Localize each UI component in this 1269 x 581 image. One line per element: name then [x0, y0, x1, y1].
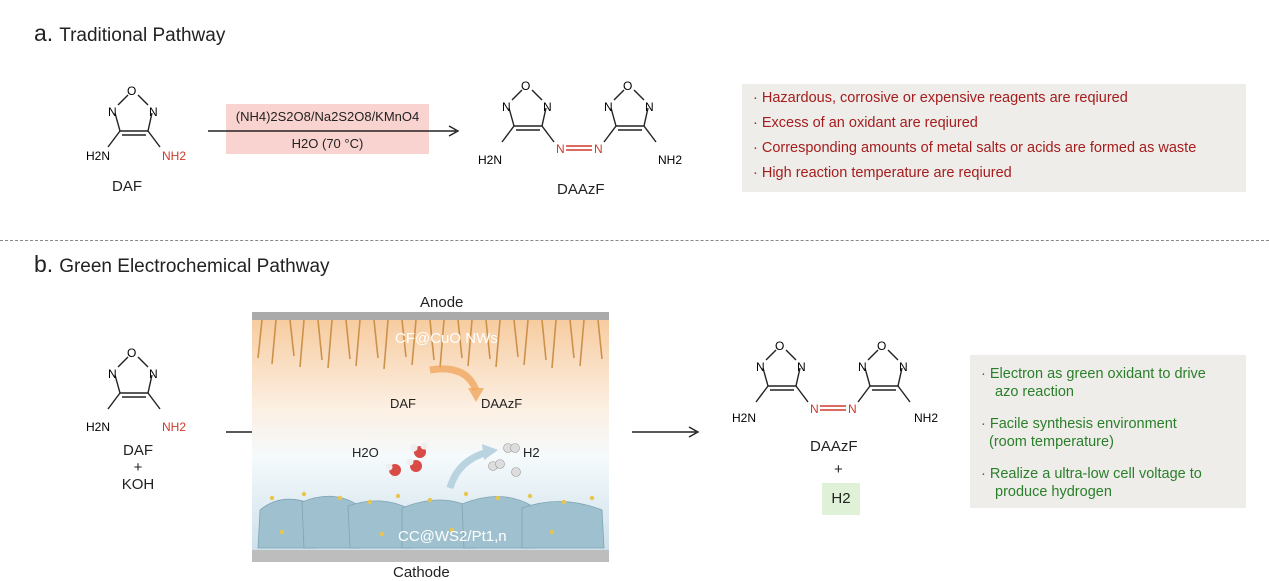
nh2-group: NH2 [914, 411, 938, 425]
conditions-box [226, 104, 429, 154]
drawback-item: · Excess of an oxidant are reqiured [753, 115, 978, 131]
n-atom: N [645, 100, 654, 114]
drawback-item: · Corresponding amounts of metal salts o… [753, 140, 1197, 156]
panel-a-letter: a. [34, 20, 54, 46]
advantage-item: · Realize a ultra-low cell voltage to [981, 466, 1202, 482]
advantages-box [970, 355, 1246, 508]
plus-sign: + [133, 459, 143, 476]
o-atom: O [623, 79, 632, 93]
azo-n-atom: N [556, 142, 565, 156]
n-atom: N [797, 360, 806, 374]
anode-label: Anode [420, 294, 464, 311]
daazf-structure-a: N O N N O N H2N N N NH2 [478, 79, 682, 167]
daazf-structure-b: N O N N O N H2N N N NH2 [732, 339, 938, 425]
cell-daazf-label: DAAzF [481, 396, 523, 411]
n-atom: N [899, 360, 908, 374]
nh2-group: NH2 [162, 420, 186, 434]
o-atom: O [127, 85, 136, 98]
section-divider [0, 240, 1269, 241]
daazf-label-a: DAAzF [557, 181, 605, 198]
reactants-stack-b: DAF + KOH [108, 442, 168, 494]
nh2-group: NH2 [162, 149, 186, 163]
drawbacks-box [742, 84, 1246, 192]
cathode-material-label: CC@WS2/Pt1,n [398, 528, 507, 545]
panel-b-letter: b. [34, 251, 54, 277]
n-atom: N [858, 360, 867, 374]
advantage-item-cont: produce hydrogen [995, 484, 1112, 500]
panel-b-title-text: Green Electrochemical Pathway [59, 256, 330, 277]
o-atom: O [521, 79, 530, 93]
h2n-group: H2N [732, 411, 756, 425]
drawback-item: · High reaction temperature are reqiured [753, 165, 1012, 181]
h2n-group: H2N [86, 149, 110, 163]
koh-label: KOH [121, 476, 155, 493]
panel-a-title: a.Traditional Pathway [34, 20, 225, 47]
n-atom: N [604, 100, 613, 114]
n-atom: N [543, 100, 552, 114]
drawback-item: · Hazardous, corrosive or expensive reag… [753, 90, 1128, 106]
h2n-group: H2N [478, 153, 502, 167]
cell-daf-label: DAF [390, 396, 416, 411]
azo-n-atom: N [848, 402, 857, 416]
advantages-list: · Electron as green oxidant to drive azo… [981, 365, 1243, 501]
advantage-item-cont: azo reaction [995, 384, 1074, 400]
h2n-group: H2N [86, 420, 110, 434]
h2-product-label: H2 [831, 490, 851, 507]
n-atom: N [149, 105, 158, 119]
conditions-text: H2O (70 °C) [291, 136, 364, 151]
cathode-label: Cathode [393, 564, 450, 581]
cell-water-label: H2O [352, 445, 379, 460]
drawbacks-list: · Hazardous, corrosive or expensive reag… [753, 90, 1196, 190]
n-atom: N [108, 367, 117, 381]
h2-product-box [822, 483, 860, 515]
daf-label-b: DAF [123, 442, 153, 459]
product-plus: + [834, 461, 843, 478]
advantage-item: · Electron as green oxidant to drive [981, 366, 1206, 382]
n-atom: N [502, 100, 511, 114]
reagents-text: (NH4)2S2O8/Na2S2O8/KMnO4 [235, 109, 420, 124]
panel-b-title: b.Green Electrochemical Pathway [34, 251, 330, 278]
n-atom: N [108, 105, 117, 119]
n-atom: N [149, 367, 158, 381]
azo-n-atom: N [810, 402, 819, 416]
cell-h2-label: H2 [523, 445, 540, 460]
arrow-out-of-cell [632, 426, 700, 438]
electrolysis-cell [252, 312, 609, 562]
o-atom: O [877, 339, 886, 353]
daf-structure-b: N O N H2N NH2 [86, 347, 186, 434]
panel-a-title-text: Traditional Pathway [59, 25, 226, 46]
o-atom: O [127, 347, 136, 360]
anode-material-label: CF@CuO NWs [395, 330, 498, 347]
daf-structure-a: N O N H2N NH2 [86, 85, 186, 163]
o-atom: O [775, 339, 784, 353]
daazf-label-b: DAAzF [810, 438, 858, 455]
advantage-item: · Facile synthesis environment [981, 416, 1177, 432]
daf-label-a: DAF [112, 178, 142, 195]
reaction-arrow-a [208, 125, 460, 137]
azo-n-atom: N [594, 142, 603, 156]
n-atom: N [756, 360, 765, 374]
advantage-item-cont: (room temperature) [989, 434, 1114, 450]
nh2-group: NH2 [658, 153, 682, 167]
